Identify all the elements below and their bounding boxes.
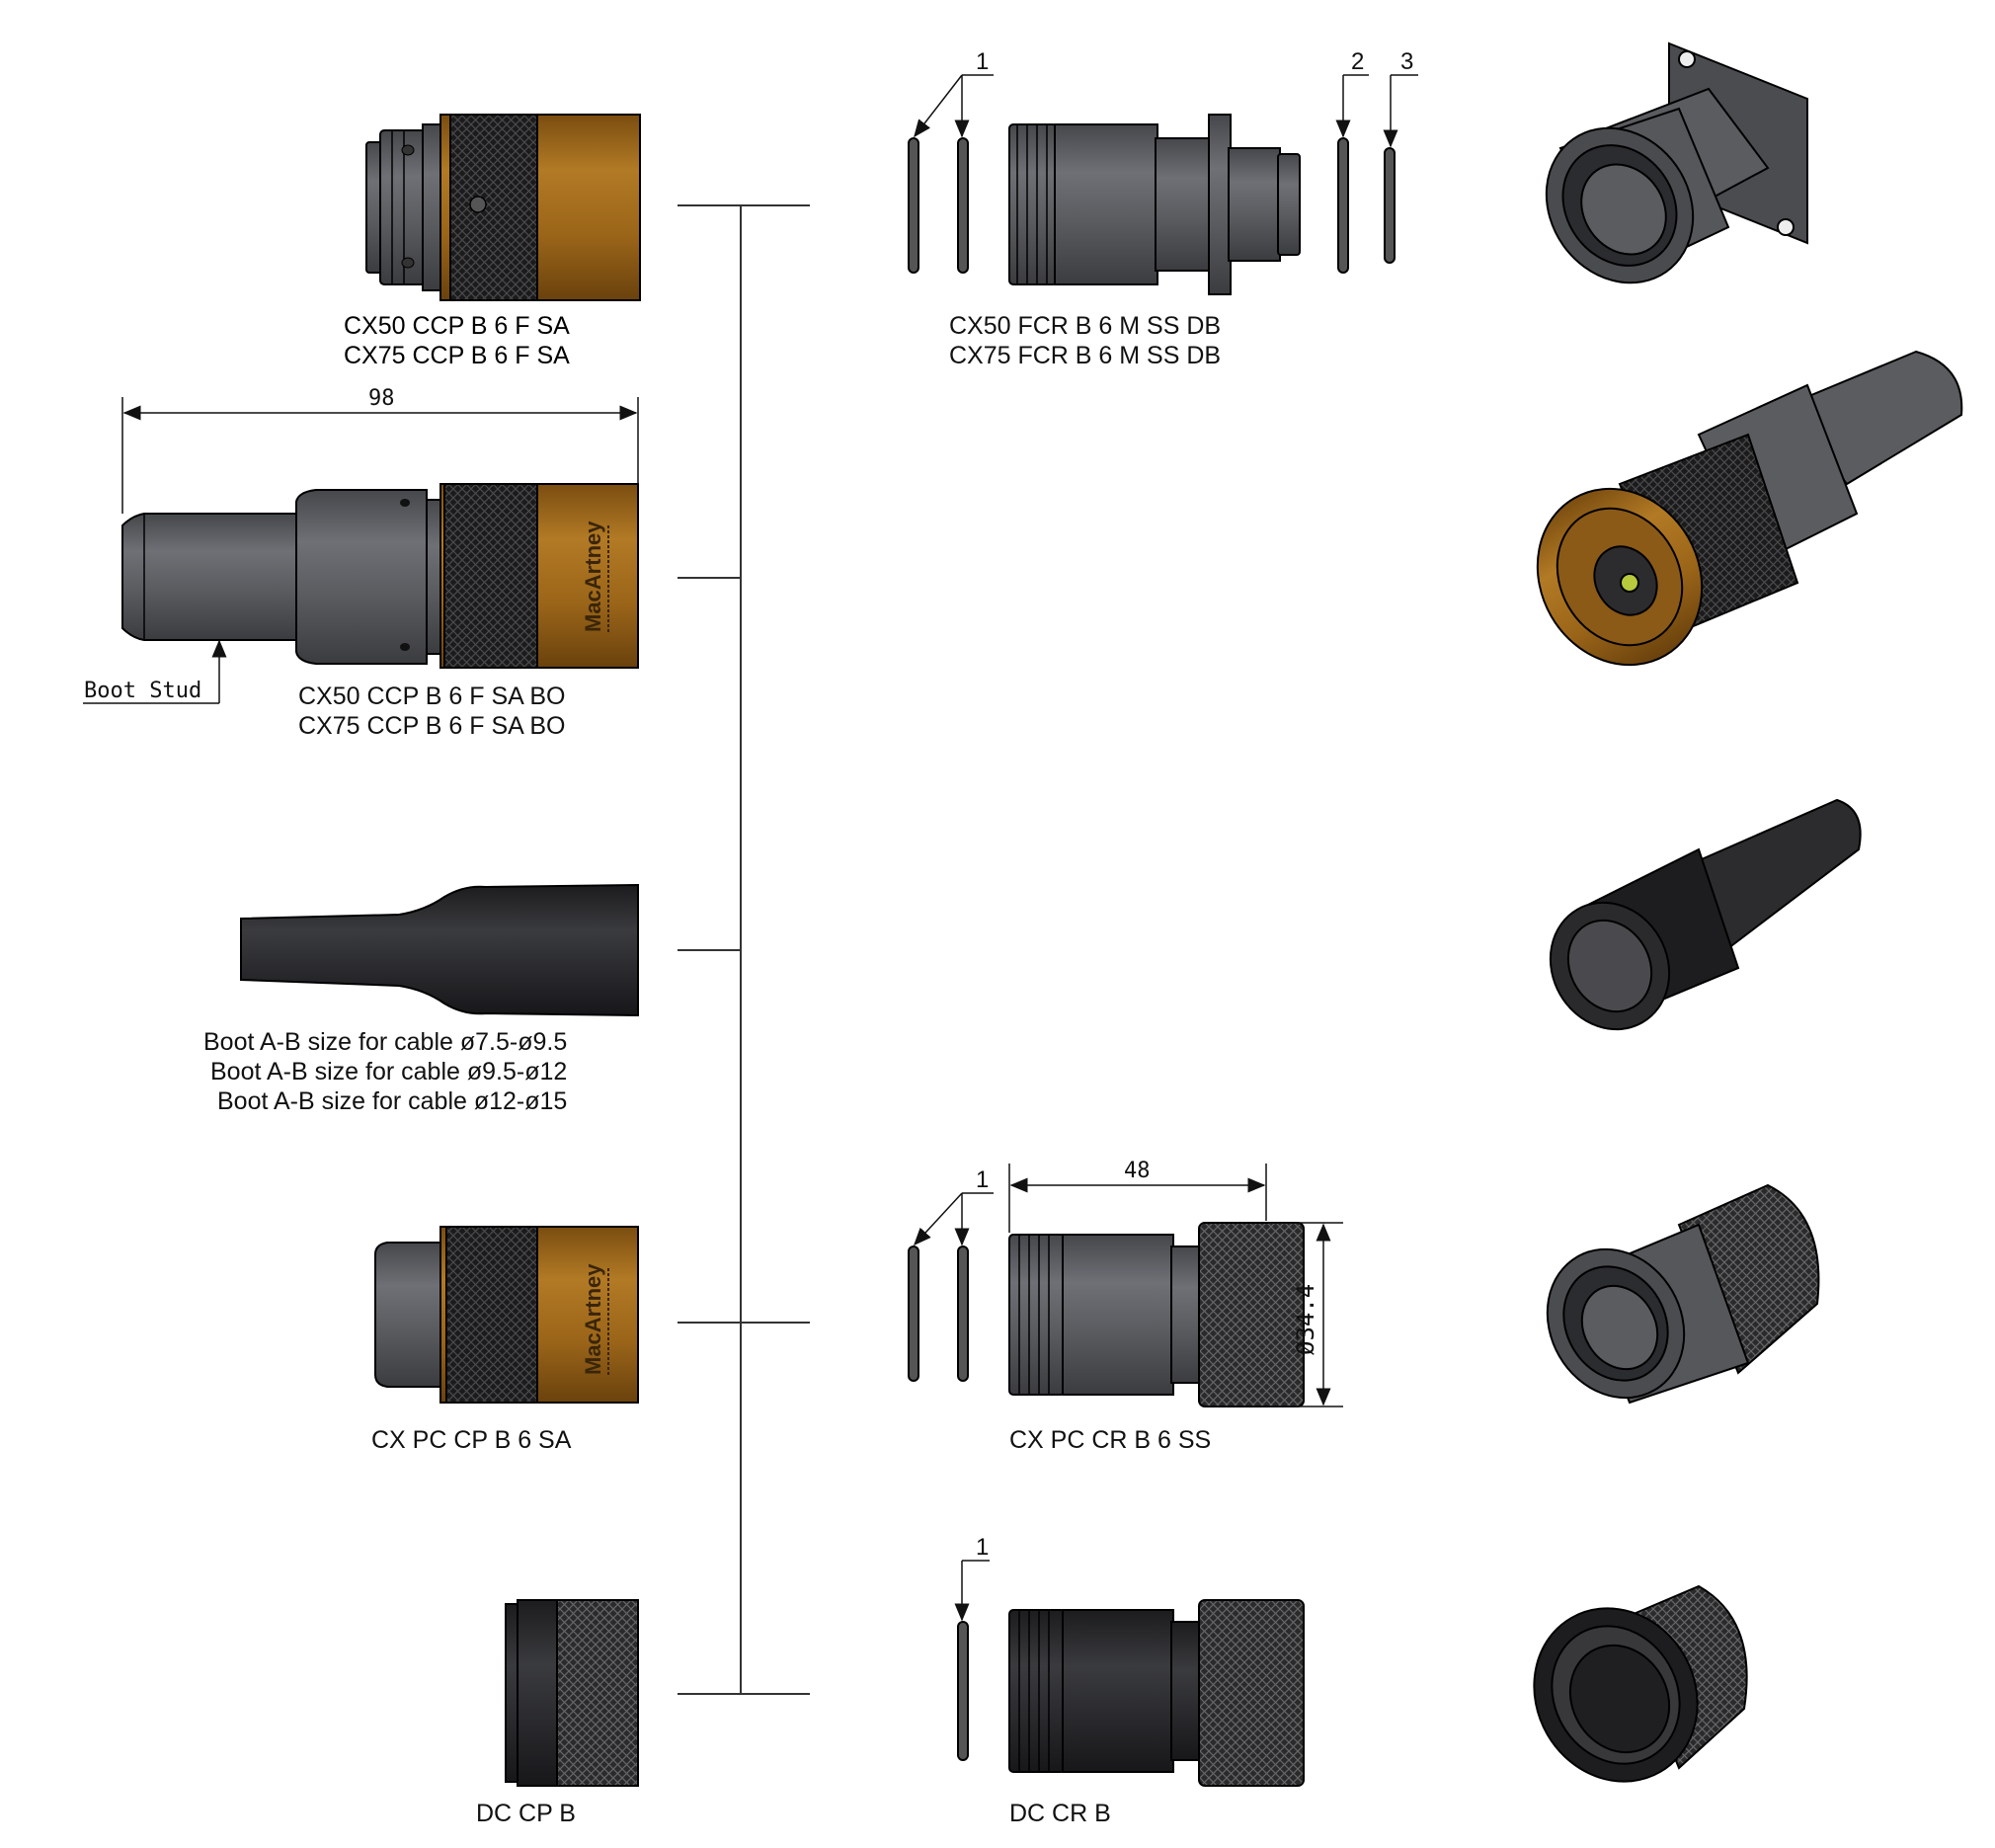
fcr-callout-2: 2 — [1351, 48, 1364, 75]
iso-dc-cover — [1533, 1584, 1748, 1783]
boot-label-1: Boot A-B size for cable ø7.5-ø9.5 — [203, 1028, 567, 1056]
macartney-logo-text: MacArtney — [581, 521, 605, 632]
dc-callout-leader — [954, 1560, 990, 1622]
boot-label-2: Boot A-B size for cable ø9.5-ø12 — [210, 1058, 567, 1085]
iso-receptacle-cover — [1546, 1183, 1820, 1405]
fcr-callout-3: 3 — [1400, 48, 1413, 75]
pc-callout-leaders — [913, 1192, 994, 1246]
dc-cr-receptacle-drawing — [957, 1599, 1305, 1787]
cx-fcr-label-1: CX50 FCR B 6 M SS DB — [949, 312, 1221, 340]
boot-drawing — [240, 883, 639, 1017]
cx-ccp-sa-bo-plug-drawing: MacArtney — [121, 483, 639, 669]
dimension-98-text: 98 — [368, 386, 395, 411]
cx-fcr-receptacle-drawing — [908, 114, 1396, 295]
boot-label-3: Boot A-B size for cable ø12-ø15 — [217, 1087, 567, 1115]
iso-flange-receptacle — [1545, 41, 1808, 284]
fcr-callout-1: 1 — [976, 48, 989, 75]
dc-callout-1: 1 — [976, 1534, 989, 1561]
cx-pc-cr-receptacle-drawing — [908, 1222, 1305, 1407]
dc-cp-plug-drawing — [505, 1599, 639, 1787]
iso-plug-with-boot — [1536, 350, 1963, 667]
dimension-diameter-text: Ø34.4 — [1292, 1284, 1319, 1355]
cx-pc-cr-label: CX PC CR B 6 SS — [1009, 1426, 1211, 1454]
iso-boot — [1549, 798, 1862, 1031]
boot-stud-leader — [83, 639, 227, 704]
cx-pc-cp-plug-drawing: MacArtney — [374, 1226, 639, 1404]
cx-fcr-label-2: CX75 FCR B 6 M SS DB — [949, 342, 1221, 369]
dimension-48 — [1008, 1164, 1267, 1233]
dimension-48-text: 48 — [1124, 1159, 1151, 1183]
dimension-diameter — [1268, 1222, 1343, 1407]
cx-ccp-sa-bo-label-1: CX50 CCP B 6 F SA BO — [298, 683, 565, 710]
pc-callout-1: 1 — [976, 1166, 989, 1193]
dc-cp-label: DC CP B — [476, 1800, 576, 1827]
dimension-98 — [121, 397, 639, 514]
connection-tree — [678, 204, 810, 1695]
fcr-callout-leaders — [914, 74, 1418, 148]
cx-ccp-sa-plug-drawing — [365, 114, 641, 301]
cx-pc-cp-label: CX PC CP B 6 SA — [371, 1426, 572, 1454]
cx-ccp-sa-bo-label-2: CX75 CCP B 6 F SA BO — [298, 712, 565, 740]
dc-cr-label: DC CR B — [1009, 1800, 1111, 1827]
boot-stud-label: Boot Stud — [84, 679, 201, 703]
cx-ccp-sa-label-2: CX75 CCP B 6 F SA — [344, 342, 570, 369]
macartney-logo-text-2: MacArtney — [581, 1263, 605, 1375]
cx-ccp-sa-label-1: CX50 CCP B 6 F SA — [344, 312, 570, 340]
